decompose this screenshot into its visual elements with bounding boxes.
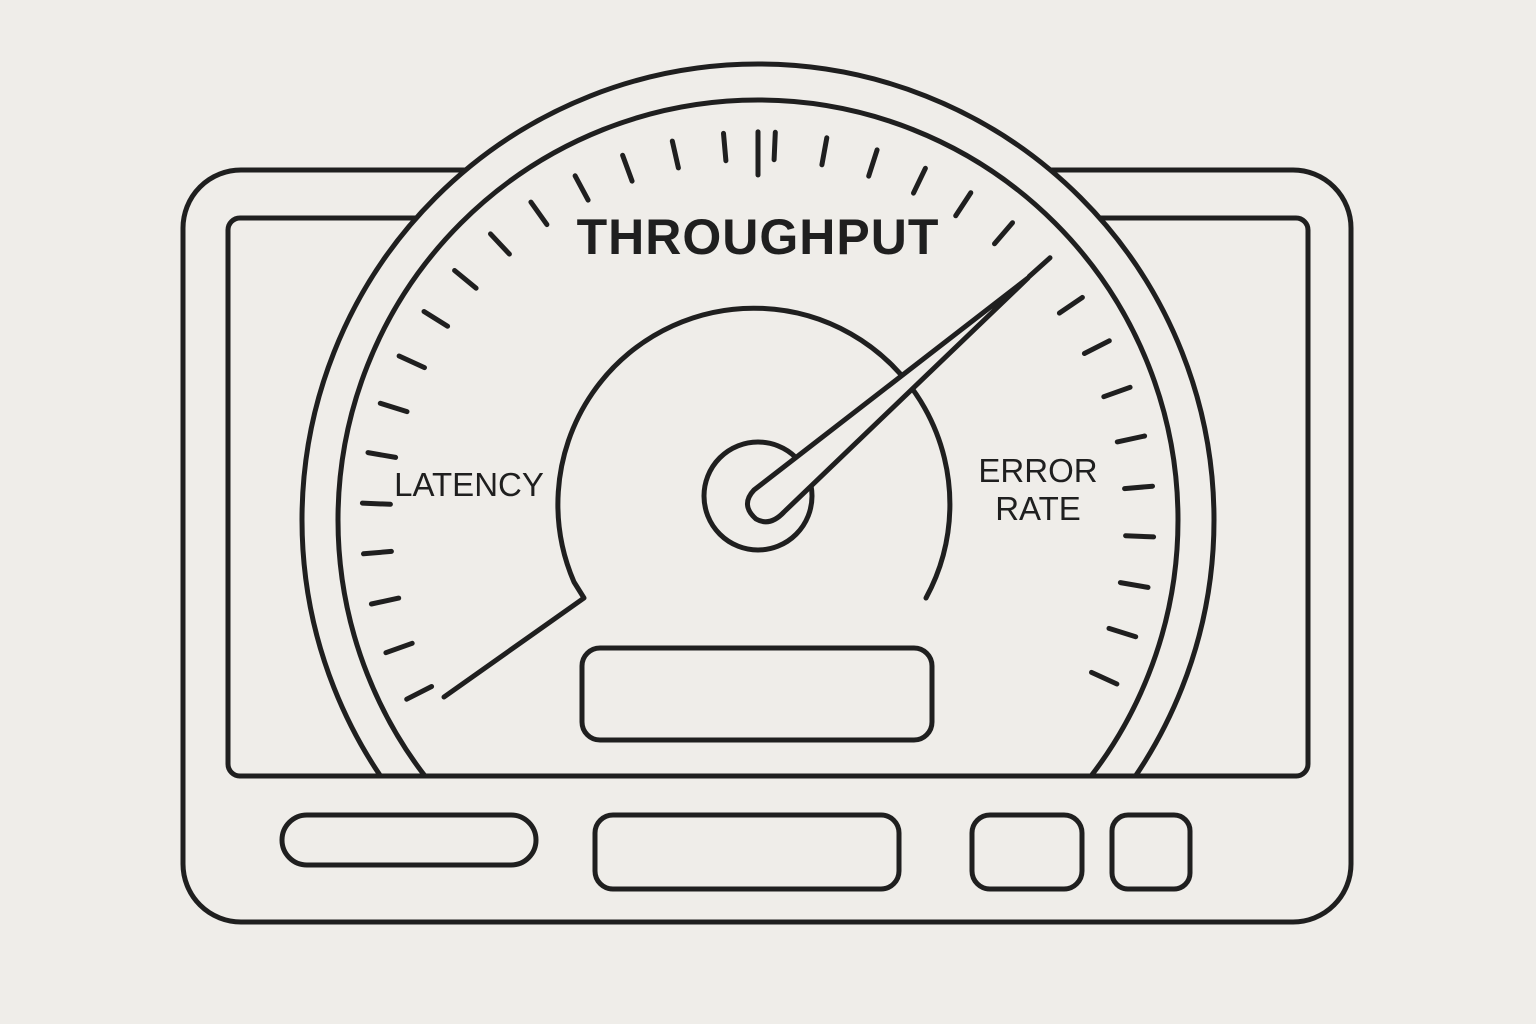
tick-mark [1123,533,1157,540]
tick-mark [911,165,928,196]
tick-mark [1122,483,1155,492]
tick-mark [404,684,435,702]
gauge-title: THROUGHPUT [576,209,940,265]
tick-mark [377,400,410,415]
gauge-outer-ring [299,61,1217,776]
dial-inner-arc [441,305,953,700]
tick-mark [396,353,427,371]
tick-mark [721,130,729,164]
gauge-needle [745,275,1031,525]
tick-mark [452,268,479,291]
readout-display [579,645,935,743]
tick-mark [361,548,394,557]
tick-mark [866,147,880,179]
gauge-ticks [359,129,1157,702]
tick-mark [365,450,399,460]
tick-mark [620,152,635,184]
tick-mark [1081,338,1112,356]
tick-mark [953,190,974,219]
square-button-1[interactable] [969,812,1085,892]
latency-label: LATENCY [394,466,544,503]
error-rate-label: ERROR RATE [968,452,1108,528]
tick-mark [1114,433,1148,445]
needle-hub [701,439,815,553]
tick-mark [1101,384,1133,400]
tick-mark [819,135,830,168]
wide-button-center[interactable] [592,812,902,892]
tick-mark [1117,580,1151,590]
tick-mark [771,129,778,163]
tick-mark [992,220,1015,247]
tick-mark [488,231,512,257]
error-rate-line2: RATE [995,490,1081,527]
tick-mark [1106,625,1139,640]
gauge-inner-ring [335,97,1181,776]
tick-mark [421,309,451,329]
tick-mark [1026,255,1053,279]
tick-mark [572,173,591,203]
tick-mark [669,138,681,171]
square-button-2[interactable] [1109,812,1193,892]
pill-button-left[interactable] [279,812,539,868]
tick-mark [359,500,393,507]
tick-mark [1089,669,1120,687]
tick-mark [528,199,550,228]
tick-mark [368,595,402,607]
error-rate-line1: ERROR [978,452,1098,489]
tick-mark [383,640,415,656]
tick-mark [1056,294,1085,316]
